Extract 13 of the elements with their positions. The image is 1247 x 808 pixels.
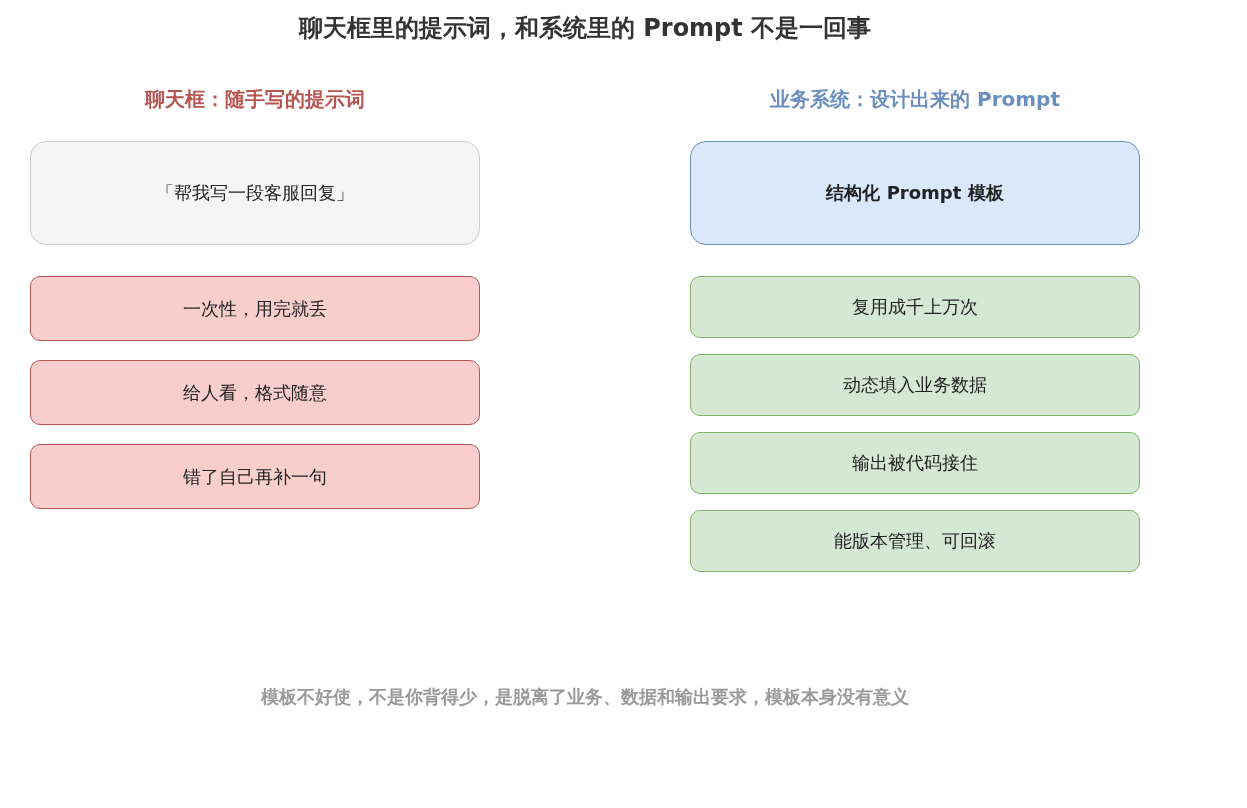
trait-card: 复用成千上万次 <box>690 276 1140 338</box>
trait-card: 给人看，格式随意 <box>30 360 480 425</box>
trait-card: 能版本管理、可回滚 <box>690 510 1140 572</box>
trait-card: 动态填入业务数据 <box>690 354 1140 416</box>
template-card: 结构化 Prompt 模板 <box>690 141 1140 245</box>
caption: 模板不好使，不是你背得少，是脱离了业务、数据和输出要求，模板本身没有意义 <box>259 685 910 709</box>
trait-card: 输出被代码接住 <box>690 432 1140 494</box>
prompt-card: 「帮我写一段客服回复」 <box>30 141 480 245</box>
column-heading: 业务系统：设计出来的 Prompt <box>769 86 1061 113</box>
trait-card: 一次性，用完就丢 <box>30 276 480 341</box>
title: 聊天框里的提示词，和系统里的 Prompt 不是一回事 <box>297 13 873 44</box>
trait-card: 错了自己再补一句 <box>30 444 480 509</box>
column-heading: 聊天框：随手写的提示词 <box>143 86 366 113</box>
